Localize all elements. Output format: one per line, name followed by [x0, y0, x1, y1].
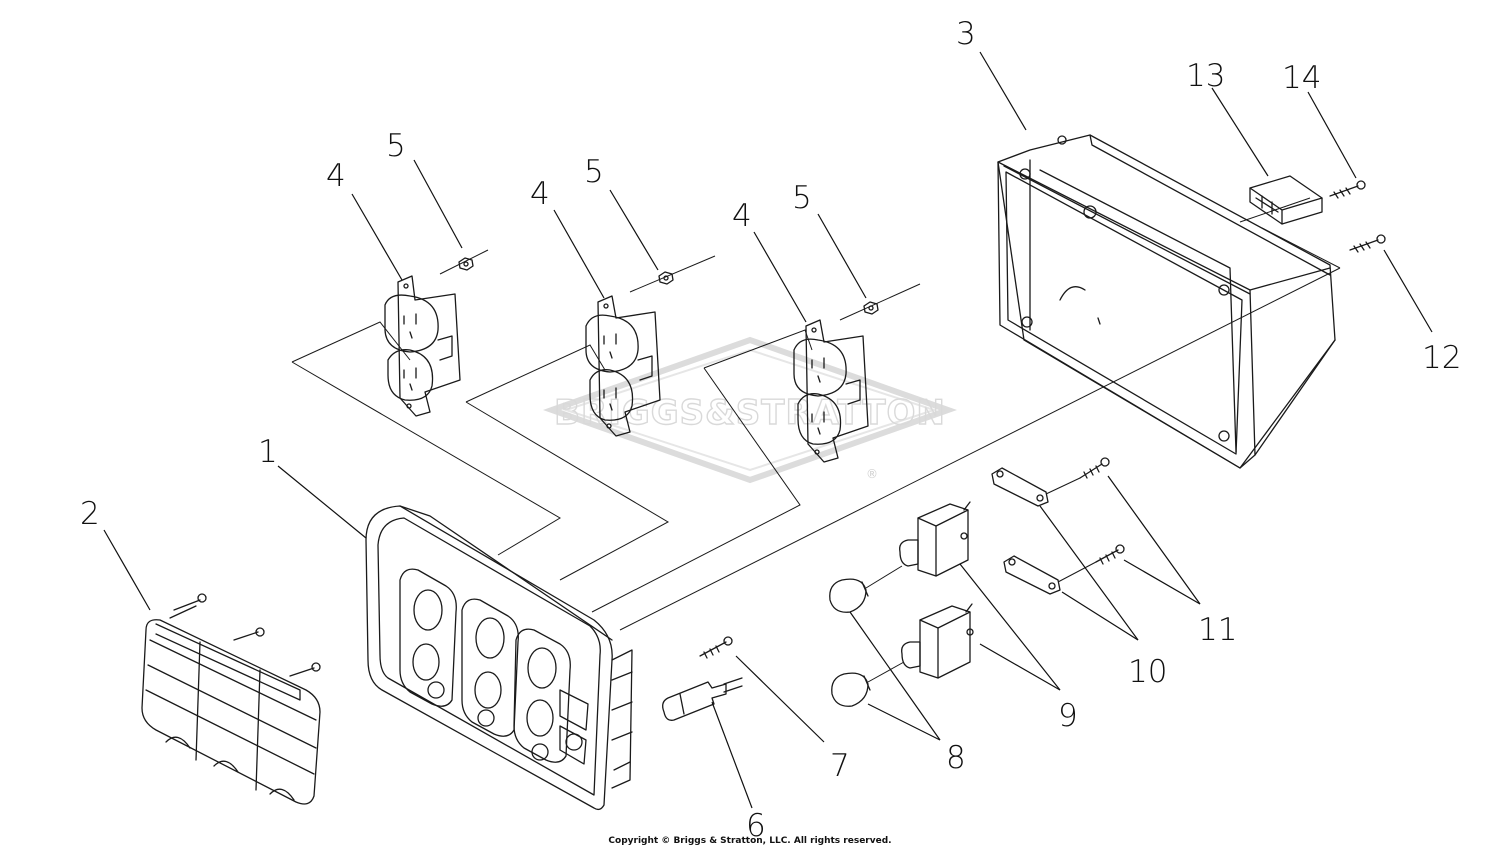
part-4-receptacle-center: [585, 295, 661, 437]
part-5-nut-right: [839, 283, 921, 321]
callout-10: 10: [1128, 654, 1167, 690]
part-5-nut-center: [629, 255, 716, 293]
callout-1: 1: [258, 434, 278, 470]
part-11-screw-upper: [1045, 457, 1110, 495]
callout-3: 3: [956, 16, 976, 52]
part-13-terminal-block: [1249, 175, 1323, 225]
part-4-receptacle-left: [384, 275, 461, 417]
part-1-control-panel: [365, 505, 633, 811]
callout-5-center: 5: [584, 154, 604, 190]
copyright-notice: Copyright © Briggs & Stratton, LLC. All …: [608, 836, 892, 846]
part-5-nut-left: [439, 249, 489, 275]
watermark-text: BRIGGS&STRATTON: [554, 393, 946, 433]
part-9-breaker-lower: [901, 603, 974, 679]
callout-5-right: 5: [792, 180, 812, 216]
part-10-bracket-upper: [991, 467, 1049, 507]
callout-leader-lines: [103, 51, 1433, 809]
watermark-registered-mark: ®: [866, 467, 878, 481]
callout-4-left: 4: [326, 158, 346, 194]
part-8-lens-lower: [831, 661, 905, 707]
callout-11: 11: [1198, 612, 1237, 648]
part-11-screw-lower: [1057, 544, 1125, 583]
callout-2: 2: [80, 496, 100, 532]
brand-watermark: BRIGGS&STRATTON ®: [542, 336, 958, 484]
part-14-screw: [1329, 180, 1366, 199]
callout-9: 9: [1058, 698, 1078, 734]
callout-13: 13: [1186, 58, 1225, 94]
callout-8: 8: [946, 740, 966, 776]
part-2-outlet-cover: [141, 593, 321, 805]
part-10-bracket-lower: [1003, 555, 1061, 595]
callout-4-right: 4: [732, 198, 752, 234]
part-12-screw: [1349, 234, 1386, 253]
part-7-screw: [699, 636, 733, 659]
part-9-breaker-upper: [899, 501, 971, 577]
part-3-rear-housing: [997, 134, 1336, 469]
assembly-guide-lines: [291, 197, 1341, 631]
callout-4-center: 4: [530, 176, 550, 212]
callout-12: 12: [1422, 340, 1461, 376]
callout-14: 14: [1282, 60, 1321, 96]
part-6-indicator-lamp: [662, 677, 743, 721]
callout-5-left: 5: [386, 128, 406, 164]
part-4-receptacle-right: [793, 319, 869, 463]
part-8-lens-upper: [829, 565, 903, 613]
callout-7: 7: [830, 748, 850, 784]
callout-6: 6: [746, 808, 766, 844]
callout-numbers: 1 2 3 4 4 4 5 5 5 6 7 8 9 10 11 12 13 14: [80, 16, 1461, 844]
